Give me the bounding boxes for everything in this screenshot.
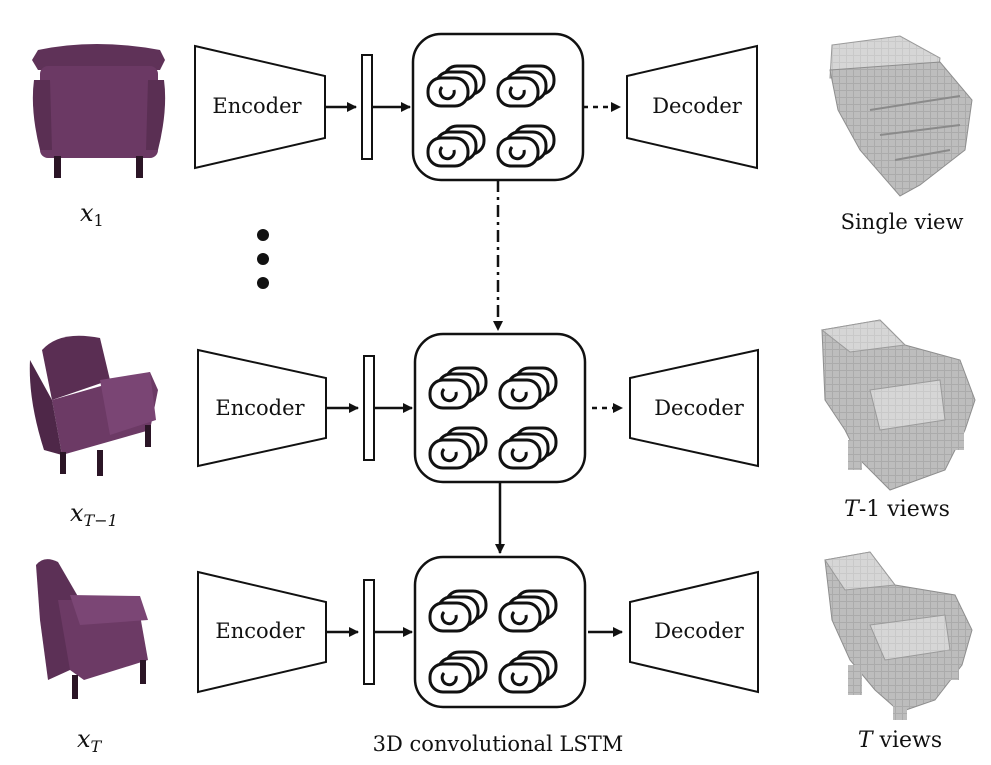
- voxel-model-1: [829, 35, 973, 197]
- lstm-grid-1: [411, 32, 585, 182]
- output-label-3: T views: [858, 728, 942, 753]
- encoder-2: [197, 348, 327, 468]
- decoder-label-1: Decoder: [652, 94, 743, 118]
- feature-vector-1: [361, 54, 373, 160]
- ellipsis-dots: [257, 229, 269, 289]
- decoder-2: [629, 348, 759, 468]
- output-label-1: Single view: [841, 210, 964, 234]
- encoder-label-2: Encoder: [215, 396, 305, 420]
- encoder-1: [194, 44, 326, 170]
- decoder-label-3: Decoder: [654, 619, 745, 643]
- feature-vector-2: [363, 355, 375, 461]
- chair-photo-3: [36, 559, 148, 699]
- encoder-3: [197, 570, 327, 694]
- row-1: x1 Encoder Decoder Single view: [32, 32, 973, 234]
- lstm-grid-3: [413, 555, 587, 709]
- chair-photo-2: [29, 335, 158, 476]
- input-label-3: xT: [77, 725, 103, 756]
- decoder-label-2: Decoder: [654, 396, 745, 420]
- row-2: xT−1 Encoder Decoder T-1 views: [29, 319, 976, 530]
- lstm-caption: 3D convolutional LSTM: [373, 732, 624, 756]
- voxel-model-3: [824, 551, 973, 720]
- row-3: xT Encoder Decoder T views: [36, 551, 973, 756]
- input-label-2: xT−1: [70, 499, 118, 530]
- encoder-label-3: Encoder: [215, 619, 305, 643]
- output-label-2: T-1 views: [844, 497, 950, 522]
- input-label-1: x1: [80, 199, 104, 230]
- feature-vector-3: [363, 579, 375, 685]
- chair-photo-1: [32, 44, 166, 178]
- decoder-1: [626, 44, 758, 170]
- voxel-model-2: [820, 319, 976, 491]
- encoder-label-1: Encoder: [212, 94, 302, 118]
- lstm-grid-2: [413, 332, 587, 484]
- decoder-3: [629, 570, 759, 694]
